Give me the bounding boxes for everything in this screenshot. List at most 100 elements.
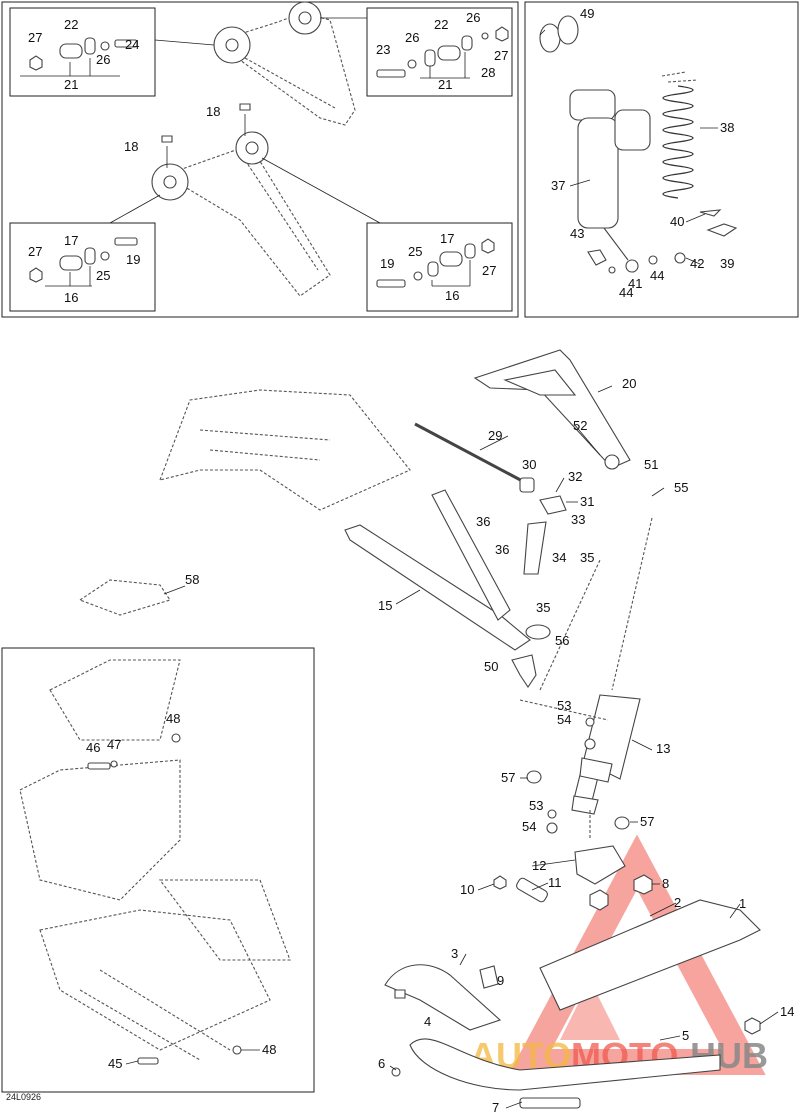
callout-5: 5 [682,1028,689,1043]
hardware-set-top-left [20,37,138,77]
callout-55: 55 [674,480,688,495]
lower-a-arm-sketch [109,103,381,297]
callout-10: 10 [460,882,474,897]
callout-40: 40 [670,214,684,229]
callout-12: 12 [532,858,546,873]
callout-53: 53 [529,798,543,813]
callout-16: 16 [64,290,78,305]
callout-8: 8 [662,876,669,891]
callout-32: 32 [568,469,582,484]
callout-leaders [125,29,779,1109]
callout-14: 14 [780,1004,794,1019]
callout-36: 36 [476,514,490,529]
callout-38: 38 [720,120,734,135]
shock-spring-drawing [661,71,738,237]
callout-18: 18 [124,139,138,154]
callout-58: 58 [185,572,199,587]
callout-48: 48 [262,1042,276,1057]
callout-57: 57 [501,770,515,785]
hardware-box-bottom-right [366,222,513,312]
hardware-box-top-right [366,7,513,97]
upper-a-arm-sketch [154,1,367,126]
callout-26: 26 [96,52,110,67]
callout-21: 21 [64,77,78,92]
callout-43: 43 [570,226,584,241]
callout-48: 48 [166,711,180,726]
callout-46: 46 [86,740,100,755]
callout-22: 22 [434,17,448,32]
callout-15: 15 [378,598,392,613]
callout-41: 41 [628,276,642,291]
callout-42: 42 [690,256,704,271]
callout-22: 22 [64,17,78,32]
steering-bracket [523,495,567,575]
callout-31: 31 [580,494,594,509]
callout-19: 19 [380,256,394,271]
callout-17: 17 [440,231,454,246]
hardware-box-top-left [9,7,156,97]
dashed-assembly-guides [519,517,653,840]
callout-9: 9 [497,973,504,988]
watermark-text: AUTO MOTO HUB [470,1035,768,1076]
frame-outline-sketch [78,389,411,616]
rear-upper-a-arm [473,349,631,470]
ski-handle [394,965,499,999]
callout-52: 52 [573,418,587,433]
chassis-sketch [19,659,291,1065]
callout-35: 35 [580,550,594,565]
ski-wear-bar-bumper [493,845,653,911]
callout-19: 19 [126,252,140,267]
callout-49: 49 [580,6,594,21]
callout-51: 51 [644,457,658,472]
callout-16: 16 [445,288,459,303]
ski [384,899,761,1109]
hardware-box-bottom-left [9,222,156,312]
callout-7: 7 [492,1100,499,1115]
callout-1: 1 [739,896,746,911]
callout-27: 27 [28,244,42,259]
callout-36: 36 [495,542,509,557]
spindle [526,694,641,834]
tie-rod [414,422,535,493]
callout-3: 3 [451,946,458,961]
callout-37: 37 [551,178,565,193]
callout-45: 45 [108,1056,122,1071]
callout-25: 25 [96,268,110,283]
callout-28: 28 [481,65,495,80]
callout-56: 56 [555,633,569,648]
hardware-set-bottom-right [376,238,495,288]
upper-arm-detail-frame [1,1,519,318]
drawing-code: 24L0926 [6,1092,41,1102]
callout-11: 11 [548,875,562,890]
callout-24: 24 [125,37,139,52]
callout-27: 27 [494,48,508,63]
callout-4: 4 [424,1014,431,1029]
callout-27: 27 [482,263,496,278]
callout-34: 34 [552,550,566,565]
callout-50: 50 [484,659,498,674]
callout-20: 20 [622,376,636,391]
callout-27: 27 [28,30,42,45]
callout-2: 2 [674,895,681,910]
callout-18: 18 [206,104,220,119]
callout-30: 30 [522,457,536,472]
shock-detail-frame [524,1,799,318]
callout-53: 53 [557,698,571,713]
callout-6: 6 [378,1056,385,1071]
callout-54: 54 [522,819,536,834]
callout-26: 26 [466,10,480,25]
hardware-set-top-right [376,26,509,79]
callout-47: 47 [107,737,121,752]
callout-33: 33 [571,512,585,527]
callout-13: 13 [656,741,670,756]
callout-25: 25 [408,244,422,259]
frame-detail-frame [1,647,315,1093]
callout-44: 44 [619,285,633,300]
callout-17: 17 [64,233,78,248]
callout-57: 57 [640,814,654,829]
callout-39: 39 [720,256,734,271]
callout-35: 35 [536,600,550,615]
callout-21: 21 [438,77,452,92]
